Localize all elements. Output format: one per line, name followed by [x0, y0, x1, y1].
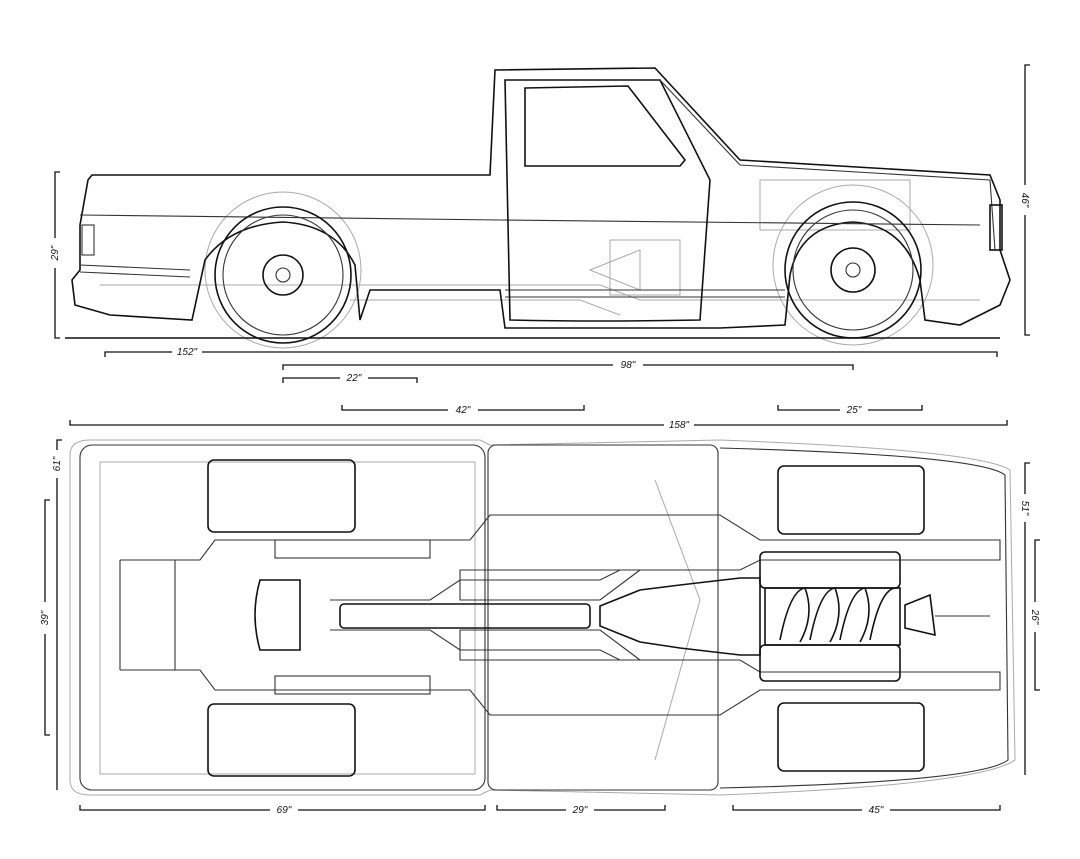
dim-rear-axle: 22" — [282, 373, 418, 384]
dim-label: 39" — [40, 610, 51, 625]
dim-label: 61" — [52, 456, 63, 471]
side-body — [71, 67, 1011, 329]
dim-cab-length: 42" — [341, 405, 585, 416]
dim-front-section: 25" — [777, 405, 923, 416]
top-tires — [207, 459, 925, 777]
dim-height-rear: 29" — [50, 171, 61, 339]
top-frame — [119, 514, 1001, 716]
dim-cab-depth: 29" — [496, 805, 666, 816]
dim-width-front: 51" — [1019, 462, 1030, 775]
dimensions: 29" 46" 152" 98" 22" 42" 25" 158" — [40, 64, 1040, 816]
dim-label: 158" — [669, 420, 690, 431]
dim-height-total: 46" — [1019, 64, 1030, 336]
dim-label: 22" — [346, 373, 362, 384]
dim-length-body: 152" — [104, 347, 998, 358]
dim-overall-length: 158" — [69, 420, 1008, 431]
dim-label: 42" — [456, 405, 471, 416]
dim-label: 51" — [1019, 501, 1030, 516]
dim-label: 46" — [1019, 193, 1030, 208]
dim-label: 25" — [846, 405, 862, 416]
dim-frame-front: 26" — [1029, 539, 1040, 691]
side-chassis-ghost — [100, 179, 980, 349]
dim-label: 29" — [572, 805, 588, 816]
top-view — [69, 439, 1016, 796]
dim-label: 152" — [177, 347, 198, 358]
dim-frame-rear: 39" — [40, 499, 51, 736]
rear-wheel — [214, 206, 352, 344]
dim-label: 98" — [621, 360, 636, 371]
side-view — [65, 67, 1011, 349]
dim-label: 45" — [869, 805, 884, 816]
dim-bed-length: 69" — [79, 805, 486, 816]
dim-label: 69" — [277, 805, 292, 816]
dim-label: 26" — [1029, 609, 1040, 625]
top-body — [69, 439, 1016, 796]
dim-width-rear: 61" — [52, 439, 63, 790]
dim-wheelbase: 98" — [282, 360, 854, 371]
top-drivetrain — [254, 551, 990, 682]
dim-label: 29" — [50, 245, 61, 261]
dim-front-length: 45" — [732, 805, 1001, 816]
